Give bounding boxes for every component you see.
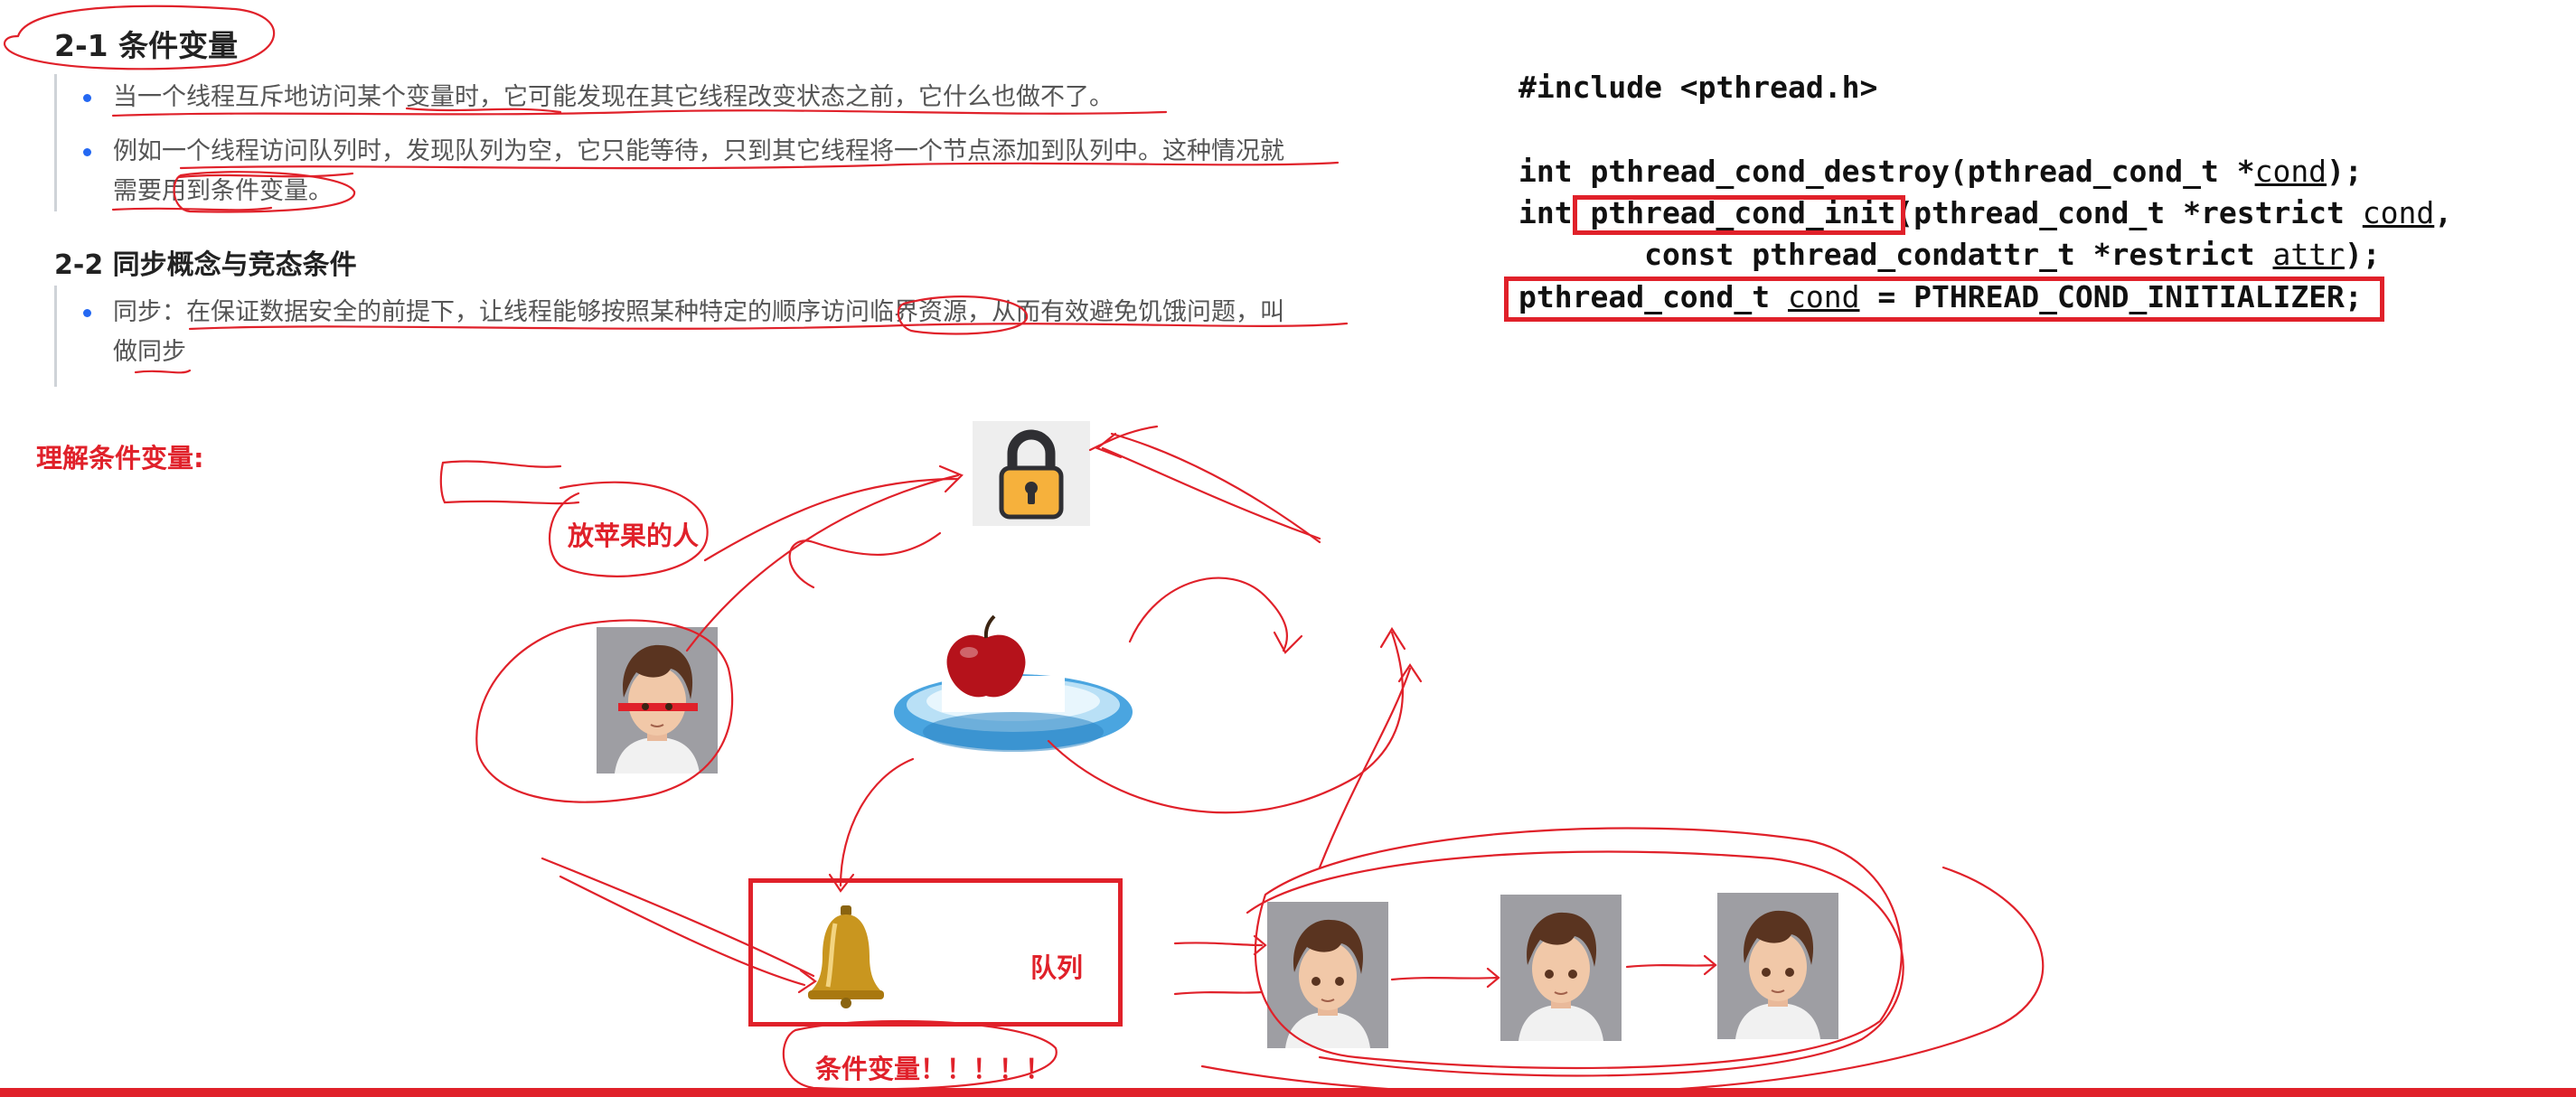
bullet-continuation: 做同步: [113, 333, 186, 372]
code-param: attr: [2272, 237, 2345, 272]
code-text: );: [2344, 237, 2381, 272]
bullet-text: 同步：在保证数据安全的前提下，让线程能够按照某种特定的顺序访问临界资源，从而有效…: [113, 298, 1284, 326]
lock-icon: [973, 421, 1090, 526]
waiting-thread-avatar: [1500, 895, 1622, 1041]
bullet-dot-icon: [83, 148, 91, 156]
understand-label: 理解条件变量:: [36, 443, 204, 473]
quote-bar: [54, 74, 57, 211]
waiting-thread-avatar: [1717, 893, 1838, 1039]
cond-var-label: 条件变量！！！！！: [815, 1054, 1052, 1084]
code-param: cond: [1788, 279, 1860, 314]
code-text: );: [2327, 154, 2363, 189]
bullet-item: 当一个线程互斥地访问某个变量时，它可能发现在其它线程改变状态之前，它什么也做不了…: [83, 78, 1114, 117]
bullet-text: 做同步: [113, 338, 186, 366]
code-text: int pthread_cond_init(pthread_cond_t *re…: [1518, 195, 2363, 230]
bullet-item: 例如一个线程访问队列时，发现队列为空，它只能等待，只到其它线程将一个节点添加到队…: [83, 132, 1284, 172]
code-param: cond: [2362, 195, 2435, 230]
section-1-title: 2-1 条件变量: [54, 28, 239, 63]
bullet-item: 同步：在保证数据安全的前提下，让线程能够按照某种特定的顺序访问临界资源，从而有效…: [83, 293, 1284, 333]
queue-label: 队列: [1030, 952, 1084, 983]
section-2-title: 2-2 同步概念与竞态条件: [54, 249, 357, 281]
code-text: const pthread_condattr_t *restrict: [1518, 237, 2273, 272]
code-param: cond: [2254, 154, 2327, 189]
code-line-static: pthread_cond_t cond = PTHREAD_COND_INITI…: [1518, 277, 2363, 318]
quote-bar: [54, 286, 57, 387]
code-text: int pthread_cond_destroy(pthread_cond_t …: [1518, 154, 2255, 189]
highlight-box-init: [1573, 195, 1905, 235]
producer-avatar: [597, 627, 718, 774]
code-text: pthread_cond_t: [1518, 279, 1789, 314]
code-line-destroy: int pthread_cond_destroy(pthread_cond_t …: [1518, 151, 2363, 192]
bullet-continuation: 需要用到条件变量。: [113, 172, 333, 211]
bullet-text: 需要用到条件变量。: [113, 177, 333, 205]
code-text: ,: [2434, 195, 2453, 230]
code-text: = PTHREAD_COND_INITIALIZER;: [1859, 279, 2363, 314]
bullet-text: 例如一个线程访问队列时，发现队列为空，它只能等待，只到其它线程将一个节点添加到队…: [113, 137, 1284, 165]
plate-with-apple: [891, 611, 1135, 770]
code-line-attr: const pthread_condattr_t *restrict attr)…: [1518, 234, 2381, 276]
apple-icon: [946, 614, 1026, 698]
bell-icon: [801, 904, 891, 1008]
bullet-text: 当一个线程互斥地访问某个变量时，它可能发现在其它线程改变状态之前，它什么也做不了…: [113, 83, 1114, 111]
bullet-dot-icon: [83, 309, 91, 317]
code-line-include: #include <pthread.h>: [1518, 70, 1878, 105]
bullet-dot-icon: [83, 94, 91, 102]
waiting-thread-avatar: [1267, 902, 1388, 1048]
producer-label: 放苹果的人: [568, 520, 700, 551]
highlight-box-static: [1504, 277, 2384, 322]
code-line-init: int pthread_cond_init(pthread_cond_t *re…: [1518, 192, 2452, 234]
